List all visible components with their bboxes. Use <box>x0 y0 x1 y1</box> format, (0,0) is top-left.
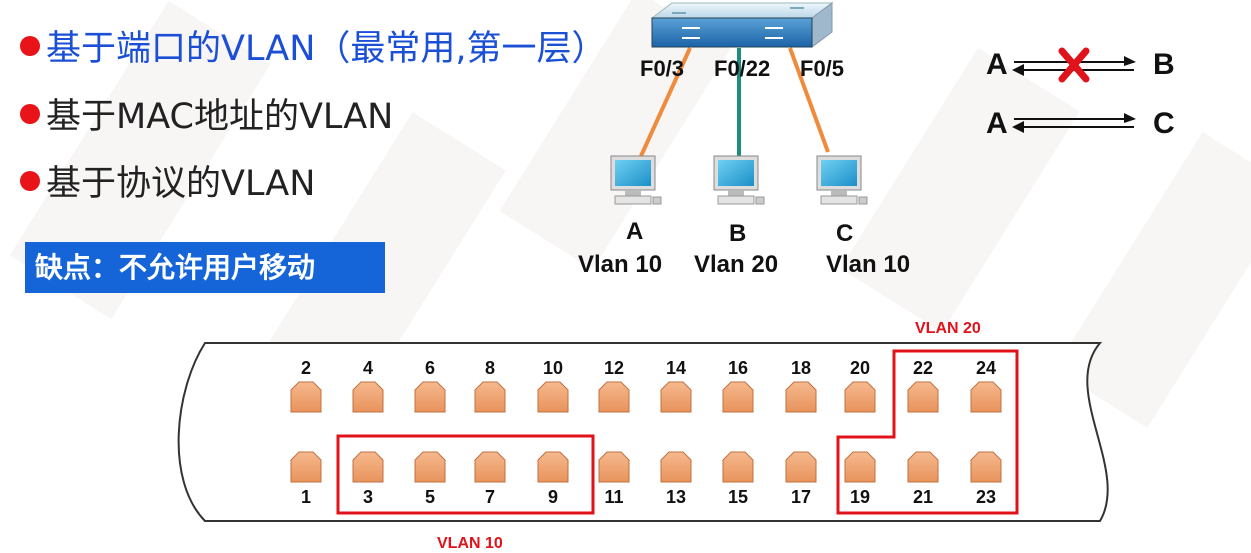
port-number: 19 <box>849 487 871 507</box>
switch-port-icon <box>598 381 630 413</box>
bullet-port-based-vlan: 基于端口的VLAN（最常用,第一层） <box>20 20 607 71</box>
port-number: 17 <box>790 487 812 507</box>
computer-b-icon <box>713 155 765 205</box>
port-number: 20 <box>849 358 871 378</box>
port-number: 13 <box>665 487 687 507</box>
bullet-mac-based-vlan: 基于MAC地址的VLAN <box>20 88 393 139</box>
switch-port-icon <box>722 451 754 483</box>
cable-c <box>788 47 830 153</box>
switch-port-icon <box>907 381 939 413</box>
bullet-dot-icon <box>20 170 40 191</box>
port-number: 16 <box>727 358 749 378</box>
port-number: 2 <box>300 358 311 378</box>
computer-a-icon <box>610 155 662 205</box>
switch-port-icon <box>907 451 939 483</box>
arrow-a-to-c <box>1012 113 1136 133</box>
switch-port-icon <box>537 381 569 413</box>
vlan20-label: VLAN 20 <box>915 320 981 337</box>
port-label-left: F0/3 <box>640 56 685 81</box>
port-number: 6 <box>424 358 435 378</box>
conn-to-c: C <box>1153 107 1175 140</box>
bullet-text: 基于协议的VLAN <box>46 164 316 204</box>
switch-port-icon <box>970 451 1002 483</box>
switch-port-icon <box>844 381 876 413</box>
switch-port-icon <box>970 381 1002 413</box>
port-number: 15 <box>727 487 749 507</box>
switch-port-icon <box>722 381 754 413</box>
switch-port-icon <box>660 381 692 413</box>
port-number: 4 <box>362 358 373 378</box>
bullet-protocol-based-vlan: 基于协议的VLAN <box>20 155 315 206</box>
switch-port-icon <box>474 381 506 413</box>
switch-port-icon <box>290 381 322 413</box>
port-number: 24 <box>975 358 997 378</box>
switch-port-icon <box>660 451 692 483</box>
host-b-vlan: Vlan 20 <box>694 251 779 278</box>
port-number: 7 <box>484 487 495 507</box>
switch-port-icon <box>785 451 817 483</box>
bullet-text: 基于MAC地址的VLAN <box>46 97 394 137</box>
port-number: 12 <box>603 358 625 378</box>
cable-a <box>639 47 692 157</box>
conn-from-a1: A <box>986 48 1008 81</box>
conn-to-b: B <box>1153 48 1175 81</box>
port-number: 5 <box>424 487 435 507</box>
port-number: 9 <box>547 487 558 507</box>
port-number: 3 <box>362 487 373 507</box>
port-number: 14 <box>665 358 687 378</box>
port-number: 21 <box>912 487 934 507</box>
conn-from-a2: A <box>986 107 1008 140</box>
switch-port-icon <box>414 451 446 483</box>
host-c-vlan: Vlan 10 <box>826 251 911 278</box>
port-number: 10 <box>542 358 564 378</box>
switch-port-icon <box>474 451 506 483</box>
switch-port-icon <box>414 381 446 413</box>
bullet-dot-icon <box>20 35 40 56</box>
vlan10-label: VLAN 10 <box>437 535 503 552</box>
port-label-right: F0/5 <box>800 56 845 81</box>
port-group <box>290 381 1002 483</box>
vlan10-box <box>336 434 595 515</box>
port-number: 22 <box>912 358 934 378</box>
host-a-vlan: Vlan 10 <box>578 251 663 278</box>
port-number: 23 <box>975 487 997 507</box>
switch-port-icon <box>598 451 630 483</box>
computer-c-icon <box>816 155 868 205</box>
host-a-name: A <box>626 218 644 245</box>
switch-port-icon <box>290 451 322 483</box>
blocked-x-icon <box>1058 47 1090 83</box>
port-label-middle: F0/22 <box>714 56 771 81</box>
switch-icon <box>650 2 834 48</box>
bullet-dot-icon <box>20 103 40 124</box>
switch-port-icon <box>352 381 384 413</box>
port-number: 18 <box>790 358 812 378</box>
port-number: 8 <box>484 358 495 378</box>
switch-port-icon <box>785 381 817 413</box>
host-b-name: B <box>729 220 747 247</box>
port-number: 11 <box>604 487 624 507</box>
switch-port-icon <box>537 451 569 483</box>
switch-port-icon <box>352 451 384 483</box>
switch-port-icon <box>844 451 876 483</box>
port-number: 1 <box>300 487 311 507</box>
host-c-name: C <box>836 220 854 247</box>
vlan20-box <box>836 349 1019 515</box>
drawback-banner: 缺点：不允许用户移动 <box>25 242 385 293</box>
bullet-text: 基于端口的VLAN（最常用,第一层） <box>46 29 607 69</box>
